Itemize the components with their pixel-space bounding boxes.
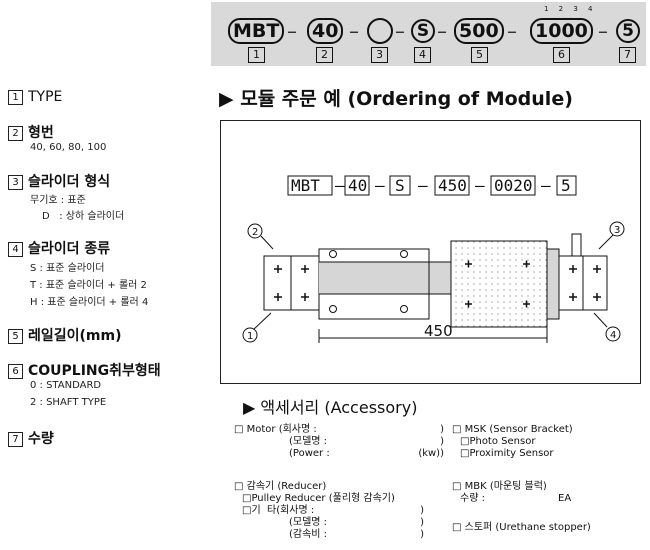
callout-3: 3 bbox=[614, 225, 620, 236]
item-line: T : 표준 슬라이더 + 롤러 2 bbox=[30, 280, 147, 291]
code-separator: – bbox=[395, 19, 405, 43]
item-number: 2 bbox=[8, 126, 23, 141]
code-slider-form bbox=[367, 18, 393, 44]
item-number: 5 bbox=[8, 329, 23, 344]
item-line: H : 표준 슬라이더 + 롤러 4 bbox=[30, 297, 149, 308]
closer: ) bbox=[440, 436, 444, 447]
mbk-qty-label: 수량 : bbox=[460, 493, 485, 504]
msk-line: □Photo Sensor bbox=[460, 436, 536, 447]
closer: ) bbox=[420, 517, 424, 528]
example-size: 40 bbox=[348, 176, 367, 195]
code-index-3: 3 bbox=[371, 47, 388, 63]
dimension-label: 450 bbox=[424, 322, 453, 340]
motor-closers: ) ) (kw)) bbox=[414, 424, 444, 460]
reducer-line: (감속비 : bbox=[289, 529, 328, 540]
closer: ) bbox=[440, 424, 444, 435]
motor-line: □ Motor (회사명 : bbox=[234, 424, 317, 435]
reducer-line: □기 타(회사명 : bbox=[242, 505, 315, 516]
svg-text:–: – bbox=[418, 176, 428, 195]
code-type: MBT bbox=[228, 18, 285, 44]
stopper-line: □ 스토퍼 (Urethane stopper) bbox=[452, 522, 591, 533]
item-line: 0 : STANDARD bbox=[30, 380, 102, 391]
accessory-heading: ▶ 액세서리 (Accessory) bbox=[243, 398, 418, 417]
item-title: 슬라이더 종류 bbox=[28, 241, 111, 257]
example-type: MBT bbox=[291, 176, 320, 195]
item-line: 2 : SHAFT TYPE bbox=[30, 397, 107, 408]
mbk-unit: EA bbox=[558, 493, 572, 504]
item-line: D : 상하 슬라이더 bbox=[42, 211, 125, 222]
code-coupling: 1000 bbox=[530, 18, 593, 44]
code-index-7: 7 bbox=[619, 47, 636, 63]
motor-line: (Power : bbox=[289, 448, 330, 459]
mbk-block: □ MBK (마운팅 블럭) 수량 : bbox=[452, 481, 547, 505]
closer: ) bbox=[420, 529, 424, 540]
item-quantity: 7 수량 bbox=[8, 428, 54, 448]
small-digits: 1 2 3 4 bbox=[544, 5, 597, 13]
item-type: 1 TYPE bbox=[8, 89, 62, 105]
item-model-number: 2 형번 bbox=[8, 122, 54, 142]
closer: ) bbox=[420, 505, 424, 516]
item-number: 3 bbox=[8, 175, 23, 190]
msk-line: □ MSK (Sensor Bracket) bbox=[452, 424, 573, 435]
code-index-4: 4 bbox=[414, 47, 431, 63]
code-slider-kind: S bbox=[411, 19, 435, 43]
svg-text:–: – bbox=[335, 176, 345, 195]
item-line: S : 표준 슬라이더 bbox=[30, 263, 105, 274]
code-separator: – bbox=[437, 19, 447, 43]
callout-2: 2 bbox=[252, 227, 258, 238]
item-title: TYPE bbox=[28, 89, 63, 105]
item-line: 무기호 : 표준 bbox=[30, 195, 86, 206]
reducer-line: □Pulley Reducer (풀리형 감속기) bbox=[242, 493, 395, 504]
item-number: 1 bbox=[8, 90, 23, 105]
item-title: 레일길이(mm) bbox=[28, 328, 122, 344]
module-drawing-frame: MBT – 40 – S – 450 – 0020 – 5 bbox=[220, 120, 641, 384]
code-rail-length: 500 bbox=[454, 18, 504, 44]
item-number: 4 bbox=[8, 242, 23, 257]
item-number: 7 bbox=[8, 432, 23, 447]
callout-4: 4 bbox=[610, 330, 616, 341]
code-index-2: 2 bbox=[316, 47, 333, 63]
example-slider: S bbox=[395, 176, 405, 195]
svg-text:–: – bbox=[541, 176, 551, 195]
motor-block: □ Motor (회사명 : (모델명 : (Power : bbox=[234, 424, 330, 460]
code-separator: – bbox=[287, 19, 297, 43]
order-code-bar: 1 2 3 4 MBT – 40 – – S – 500 – 1000 – 5 … bbox=[211, 2, 646, 66]
item-title: COUPLING취부형태 bbox=[28, 363, 161, 379]
mbk-line: □ MBK (마운팅 블럭) bbox=[452, 481, 547, 492]
motor-line: (모델명 : bbox=[289, 436, 328, 447]
example-rail: 450 bbox=[438, 176, 467, 195]
item-line: 40, 60, 80, 100 bbox=[30, 142, 107, 153]
item-coupling: 6 COUPLING취부형태 bbox=[8, 360, 161, 380]
reducer-block: □ 감속기 (Reducer) □Pulley Reducer (풀리형 감속기… bbox=[234, 481, 395, 541]
item-number: 6 bbox=[8, 364, 23, 379]
item-slider-kind: 4 슬라이더 종류 bbox=[8, 238, 110, 258]
code-separator: – bbox=[598, 19, 608, 43]
msk-line: □Proximity Sensor bbox=[460, 448, 554, 459]
ordering-heading: ▶ 모듈 주문 예 (Ordering of Module) bbox=[219, 88, 573, 110]
code-size: 40 bbox=[307, 18, 344, 44]
item-title: 형번 bbox=[28, 125, 54, 141]
closer: (kw)) bbox=[418, 448, 444, 459]
code-index-6: 6 bbox=[553, 47, 570, 63]
example-qty: 5 bbox=[561, 176, 571, 195]
reducer-line: (모델명 : bbox=[289, 517, 328, 528]
code-separator: – bbox=[507, 19, 517, 43]
example-coupling: 0020 bbox=[494, 176, 533, 195]
item-slider-form: 3 슬라이더 형식 bbox=[8, 171, 110, 191]
svg-text:–: – bbox=[375, 176, 385, 195]
item-rail-length: 5 레일길이(mm) bbox=[8, 325, 122, 345]
item-title: 수량 bbox=[28, 431, 54, 447]
code-separator: – bbox=[349, 19, 359, 43]
callout-1: 1 bbox=[247, 331, 253, 342]
code-index-5: 5 bbox=[471, 47, 488, 63]
reducer-closers: ) ) ) bbox=[414, 505, 424, 541]
reducer-line: □ 감속기 (Reducer) bbox=[234, 481, 327, 492]
code-index-1: 1 bbox=[248, 47, 265, 63]
code-quantity: 5 bbox=[616, 19, 640, 43]
msk-block: □ MSK (Sensor Bracket) □Photo Sensor □Pr… bbox=[452, 424, 573, 460]
svg-text:–: – bbox=[475, 176, 485, 195]
module-drawing: MBT – 40 – S – 450 – 0020 – 5 bbox=[242, 175, 625, 343]
item-title: 슬라이더 형식 bbox=[28, 174, 111, 190]
